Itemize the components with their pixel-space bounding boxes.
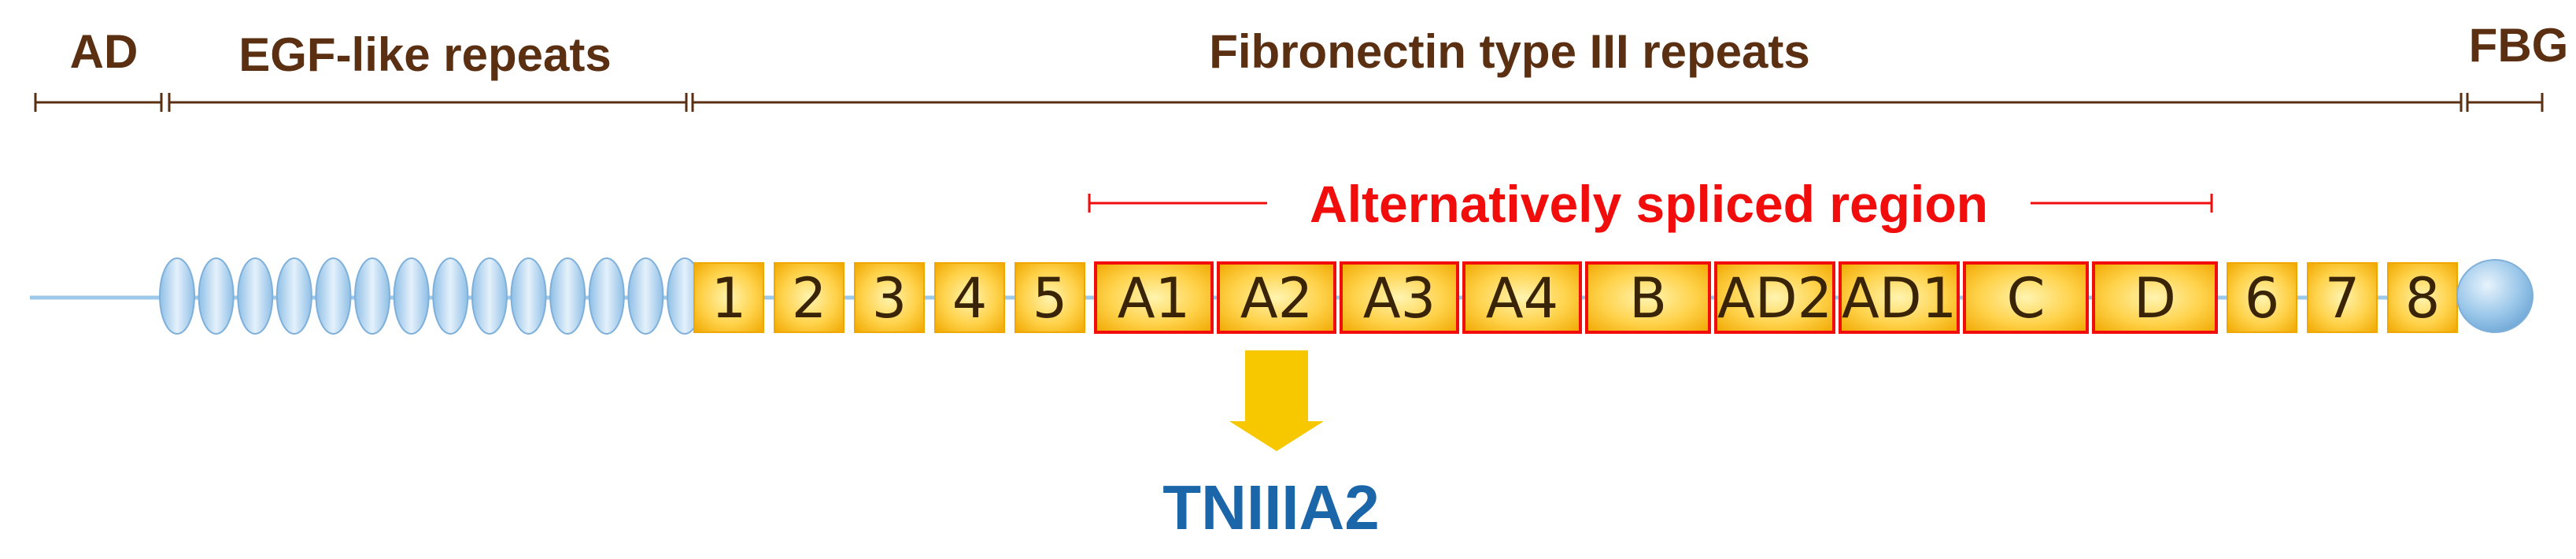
domain-heading-egf: EGF-like repeats (238, 28, 612, 81)
egf-repeat-bead (354, 257, 391, 335)
bracket-fn3 (691, 93, 2463, 112)
fn3-repeat-box (1963, 261, 2089, 334)
fn3-repeat-label: A2 (1240, 266, 1313, 331)
fn3-repeat-box (2227, 262, 2297, 333)
release-arrow-icon (1229, 350, 1324, 451)
fn3-repeat-c: C (1963, 261, 2089, 334)
fn3-repeat-label: A4 (1486, 266, 1558, 331)
fn3-repeat-label: AD2 (1717, 266, 1832, 331)
egf-repeat-bead (159, 257, 195, 335)
bracket-ad (34, 93, 163, 112)
alt-splice-bracket (1088, 194, 2213, 213)
fn3-repeat-1: 1 (693, 262, 764, 333)
fn3-repeat-a1: A1 (1094, 261, 1214, 334)
fn3-repeat-a3: A3 (1340, 261, 1459, 334)
fn3-repeat-label: 3 (872, 266, 907, 331)
fn3-repeat-6: 6 (2227, 262, 2297, 333)
fn3-repeat-box (1839, 261, 1960, 334)
fn3-repeat-box (1462, 261, 1582, 334)
egf-repeat-bead (432, 257, 469, 335)
fn3-repeat-label: A3 (1363, 266, 1436, 331)
fn3-repeat-2: 2 (774, 262, 844, 333)
fn3-repeat-box (1015, 262, 1085, 333)
alt-splice-title: Alternatively spliced region (1310, 175, 1988, 233)
domain-heading-fbg: FBG (2469, 19, 2569, 72)
domain-heading-fn3: Fibronectin type III repeats (1209, 25, 1810, 78)
egf-repeat-bead (393, 257, 430, 335)
egf-repeat-beads (159, 257, 703, 335)
fn3-repeat-ad1: AD1 (1839, 261, 1960, 334)
fn3-repeat-label: B (1629, 266, 1667, 331)
egf-repeat-bead (275, 257, 312, 335)
fn3-repeat-5: 5 (1015, 262, 1085, 333)
fn3-repeat-a2: A2 (1217, 261, 1336, 334)
fn3-repeat-label: 2 (792, 266, 827, 331)
fn3-repeat-label: D (2134, 266, 2176, 331)
domain-brackets (34, 93, 2544, 112)
fn3-repeat-8: 8 (2387, 262, 2458, 333)
fn3-repeat-box (1585, 261, 1711, 334)
fn3-repeat-label: AD1 (1842, 266, 1957, 331)
egf-repeat-bead (627, 257, 664, 335)
fn3-repeat-box (1714, 261, 1835, 334)
fn3-repeat-box (2307, 262, 2378, 333)
fn3-repeat-box (1217, 261, 1336, 334)
fn3-repeat-ad2: AD2 (1714, 261, 1835, 334)
fn3-repeat-label: 4 (952, 266, 988, 331)
fn3-repeat-box (1094, 261, 1214, 334)
egf-repeat-bead (471, 257, 508, 335)
egf-repeat-bead (588, 257, 625, 335)
fbg-domain-ball (2456, 259, 2533, 333)
fn3-repeat-label: A1 (1118, 266, 1190, 331)
fn3-repeat-box (1340, 261, 1459, 334)
fn3-repeat-label: 5 (1033, 266, 1068, 331)
domain-heading-ad: AD (70, 25, 139, 78)
fn3-repeat-3: 3 (854, 262, 925, 333)
fn3-repeat-label: 1 (711, 266, 747, 331)
bracket-egf (168, 93, 688, 112)
fn3-repeat-7: 7 (2307, 262, 2378, 333)
fn3-repeat-box (2387, 262, 2458, 333)
fn3-repeat-label: C (2007, 266, 2046, 331)
bracket-fbg (2466, 93, 2544, 112)
egf-repeat-bead (549, 257, 586, 335)
fn3-repeat-box (693, 262, 764, 333)
fn3-repeat-label: 7 (2325, 266, 2360, 331)
fn3-repeat-4: 4 (934, 262, 1005, 333)
fn3-repeat-label: 8 (2405, 266, 2441, 331)
egf-repeat-bead (237, 257, 274, 335)
fn3-repeat-a4: A4 (1462, 261, 1582, 334)
egf-repeat-bead (198, 257, 235, 335)
fn3-repeat-b: B (1585, 261, 1711, 334)
fn3-repeat-box (934, 262, 1005, 333)
egf-repeat-bead (510, 257, 547, 335)
fn3-repeat-box (774, 262, 844, 333)
fn3-repeat-box (854, 262, 925, 333)
egf-repeat-bead (315, 257, 352, 335)
fn3-repeat-box (2092, 261, 2218, 334)
output-peptide-label: TNIIIA2 (1162, 472, 1380, 542)
fn3-repeat-label: 6 (2245, 266, 2280, 331)
fn3-repeat-d: D (2092, 261, 2218, 334)
